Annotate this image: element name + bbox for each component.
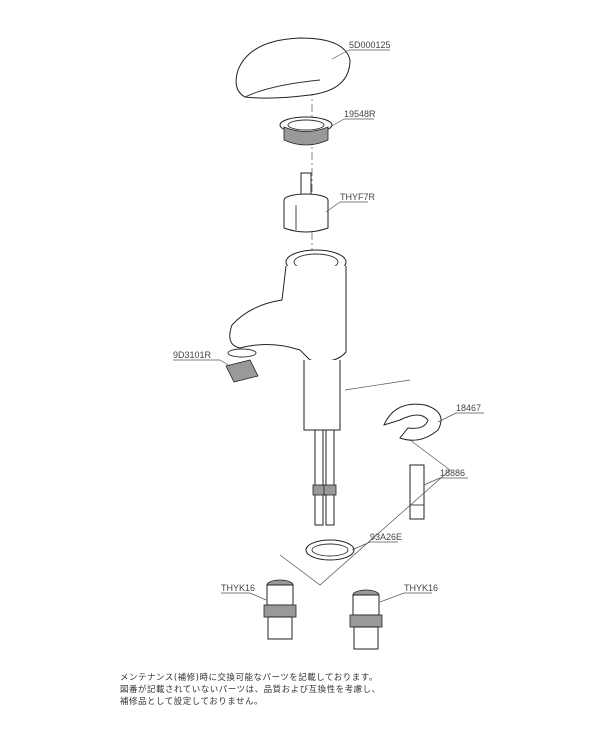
check-valve-right[interactable] [349, 589, 383, 650]
cap-nut[interactable] [279, 116, 333, 146]
label-aerator: 9D3101R [173, 350, 212, 360]
note-line: メンテナンス(補修)時に交換可能なパーツを記載しております。 [120, 673, 378, 683]
label-gasket: 93A26E [370, 532, 402, 542]
lever-handle[interactable] [235, 37, 351, 99]
leader-line [331, 49, 350, 60]
counter-outline [279, 439, 451, 586]
note-line: 補修品として設定しておりません。 [120, 697, 263, 707]
label-clamp: 18467 [456, 403, 481, 413]
label-cartridge: THYF7R [340, 192, 376, 202]
label-check-valve-left: THYK16 [221, 583, 255, 593]
aerator[interactable] [225, 348, 259, 383]
faucet-body[interactable] [229, 249, 347, 431]
clamp[interactable] [383, 403, 442, 441]
label-lever: 5D000125 [349, 40, 391, 50]
note-line: 図番が記載されていないパーツは、品質および互換性を考慮し、 [120, 685, 381, 695]
check-valve-left[interactable] [263, 579, 297, 640]
stud-bolt[interactable] [409, 464, 425, 520]
supply-hoses [312, 429, 337, 526]
maintenance-note: メンテナンス(補修)時に交換可能なパーツを記載しております。 図番が記載されてい… [120, 672, 381, 708]
gasket[interactable] [305, 539, 355, 561]
label-cap-nut: 19548R [344, 109, 376, 119]
label-stud-bolt: 18886 [440, 468, 465, 478]
label-check-valve-right: THYK16 [404, 583, 438, 593]
cartridge[interactable] [283, 172, 329, 233]
